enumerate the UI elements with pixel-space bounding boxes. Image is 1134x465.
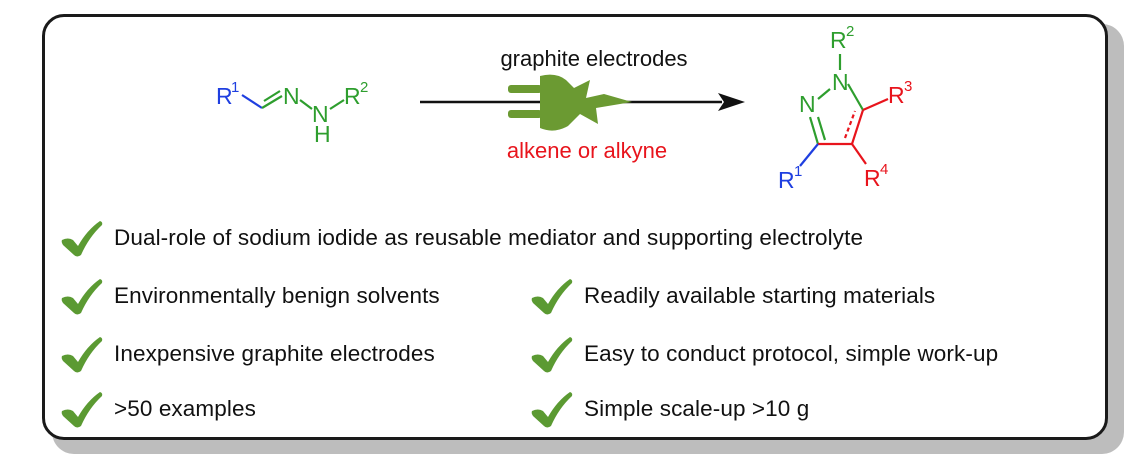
- checkmark-icon: [531, 279, 573, 315]
- arrow-top-label: graphite electrodes: [500, 46, 687, 71]
- hydrazone-reactant: R 1 N N H R 2: [216, 79, 368, 147]
- product-n2c3-second-bond: [816, 116, 827, 141]
- product-n2c3-bond: [808, 116, 820, 145]
- reactant-n2-label: N: [312, 101, 329, 127]
- product-n2-label: N: [799, 91, 816, 117]
- reaction-scheme: R 1 N N H R 2 graphite electrodes alkene…: [216, 23, 912, 193]
- product-c4c5-bond: [850, 109, 865, 145]
- product-r1-superscript: 1: [794, 163, 802, 180]
- reactant-n1-label: N: [283, 83, 300, 109]
- checkmark-icon: [61, 221, 103, 257]
- reactant-r1-label: R: [216, 83, 233, 109]
- reactant-r1-bond: [241, 94, 263, 109]
- product-c5r3-bond: [862, 97, 889, 112]
- reactant-cn-bond: [261, 95, 283, 109]
- feature-item: Simple scale-up >10 g: [530, 389, 809, 429]
- electric-plug-icon: [508, 74, 632, 131]
- checkmark-icon: [531, 337, 573, 373]
- feature-item: Dual-role of sodium iodide as reusable m…: [60, 218, 863, 258]
- product-n1-label: N: [832, 69, 849, 95]
- product-r3-superscript: 3: [904, 78, 912, 95]
- product-c5n1-bond: [847, 83, 864, 111]
- reactant-nn-bond: [299, 99, 313, 110]
- product-optional-double-bond: [843, 110, 857, 139]
- feature-text: >50 examples: [114, 396, 256, 421]
- feature-item: Easy to conduct protocol, simple work-up: [530, 334, 998, 374]
- product-c3r1-bond: [799, 143, 819, 167]
- reactant-h-label: H: [314, 121, 331, 147]
- product-nn-bond: [817, 88, 831, 100]
- product-r1-label: R: [778, 167, 795, 193]
- feature-text: Dual-role of sodium iodide as reusable m…: [114, 225, 864, 250]
- feature-text: Simple scale-up >10 g: [584, 396, 810, 421]
- product-r4-label: R: [864, 165, 881, 191]
- checkmark-icon: [61, 279, 103, 315]
- arrow-head: [718, 93, 745, 111]
- checkmark-icon: [61, 337, 103, 373]
- feature-item: >50 examples: [60, 389, 256, 429]
- reactant-r1-superscript: 1: [231, 79, 239, 96]
- product-r3-label: R: [888, 82, 905, 108]
- feature-text: Readily available starting materials: [584, 283, 936, 308]
- arrow-bottom-label: alkene or alkyne: [507, 138, 667, 163]
- pyrazole-product: R 2 N N R 3 R 4 R 1: [778, 23, 912, 193]
- product-r2-superscript: 2: [846, 23, 854, 40]
- feature-text: Inexpensive graphite electrodes: [114, 341, 435, 366]
- reactant-nr2-bond: [329, 99, 345, 110]
- feature-item: Readily available starting materials: [530, 276, 935, 316]
- scheme-panel: [42, 14, 1108, 440]
- reactant-r2-label: R: [344, 83, 361, 109]
- feature-text: Environmentally benign solvents: [114, 283, 440, 308]
- reactant-cn-second-bond: [263, 90, 281, 102]
- product-r2-label: R: [830, 27, 847, 53]
- reaction-arrow: graphite electrodes alkene or alkyne: [420, 46, 745, 163]
- feature-item: Environmentally benign solvents: [60, 276, 440, 316]
- checkmark-icon: [531, 392, 573, 428]
- product-c4r4-bond: [851, 143, 867, 165]
- reactant-r2-superscript: 2: [360, 79, 368, 96]
- checkmark-icon: [61, 392, 103, 428]
- feature-text: Easy to conduct protocol, simple work-up: [584, 341, 999, 366]
- product-r4-superscript: 4: [880, 161, 888, 178]
- feature-item: Inexpensive graphite electrodes: [60, 334, 435, 374]
